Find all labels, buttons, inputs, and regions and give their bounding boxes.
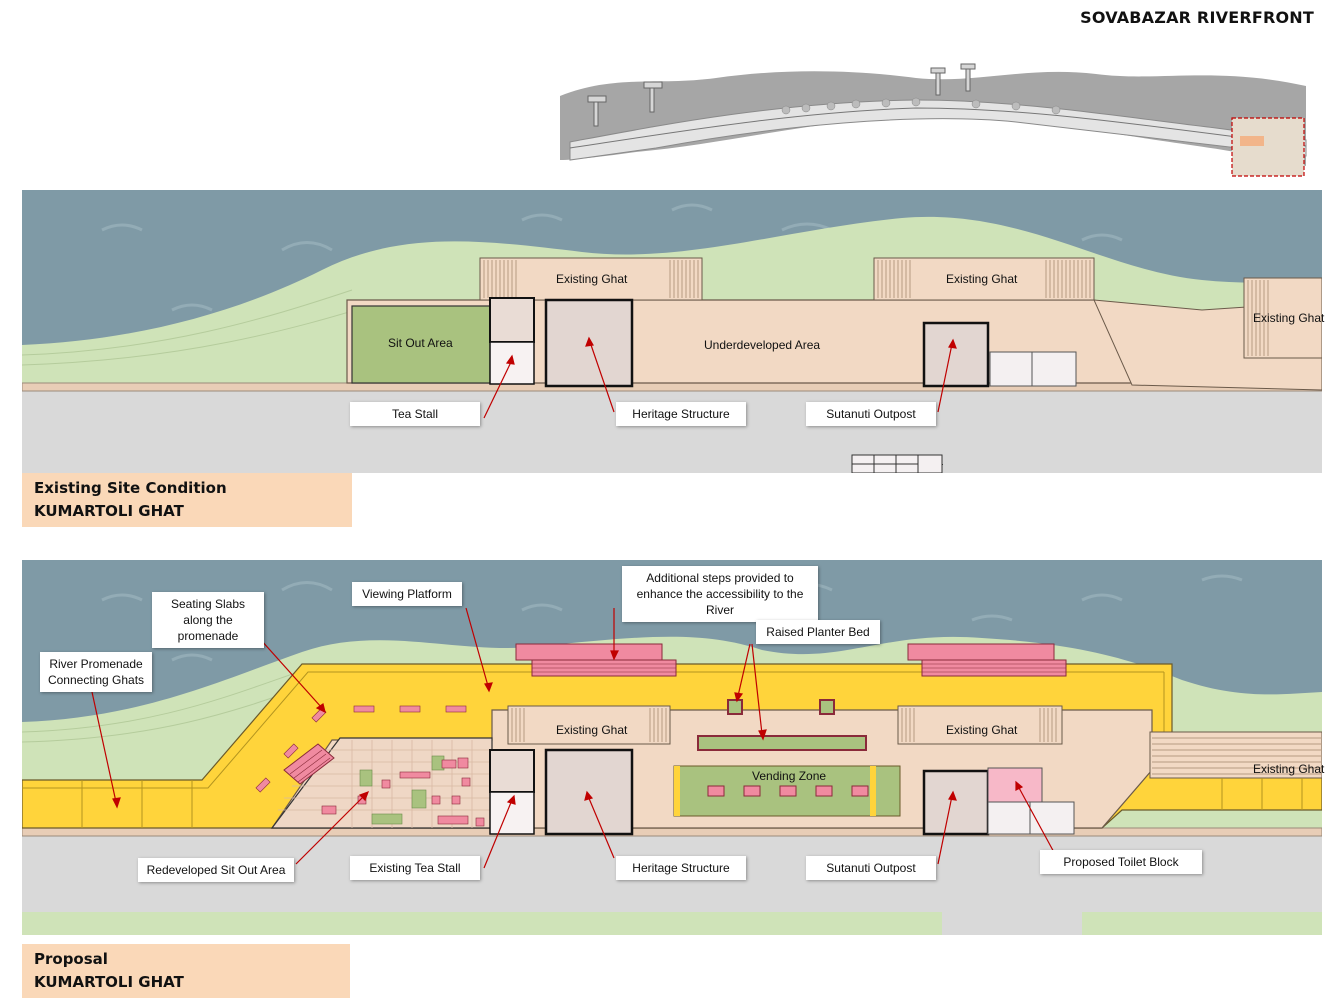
proposal-vending-label: Vending Zone <box>752 769 827 783</box>
proposal-panel: Existing Ghat Existing Ghat Existing Gha… <box>22 560 1325 935</box>
callout-seating-slabs: Seating Slabs along the promenade <box>152 592 264 648</box>
existing-sit-out-label: Sit Out Area <box>388 336 453 350</box>
existing-caption-line2: KUMARTOLI GHAT <box>34 502 184 520</box>
existing-sutanuti-outpost <box>922 321 990 388</box>
proposal-ghat-left-label: Existing Ghat <box>556 723 628 737</box>
existing-ghat-left-label: Existing Ghat <box>556 272 628 286</box>
proposal-viewing-steps <box>283 743 335 785</box>
existing-tea-stall-block <box>489 297 535 343</box>
existing-plan-drawing <box>22 190 1322 473</box>
proposal-vending-stalls <box>707 785 869 797</box>
existing-callout-tea-stall: Tea Stall <box>350 402 480 426</box>
proposal-ghat-far-right <box>1149 731 1322 779</box>
existing-caption-line1: Existing Site Condition <box>34 479 227 497</box>
key-map <box>560 63 1307 177</box>
callout-river-promenade: River Promenade Connecting Ghats <box>40 652 152 692</box>
proposal-steps-left <box>515 643 663 661</box>
existing-ghat-right-label: Existing Ghat <box>946 272 1018 286</box>
callout-sutanuti-outpost: Sutanuti Outpost <box>806 856 936 880</box>
existing-ghat-right <box>873 257 1095 301</box>
callout-additional-steps: Additional steps provided to enhance the… <box>622 566 818 622</box>
existing-ghat-far-right <box>1243 277 1322 359</box>
existing-leader-lines <box>483 336 957 419</box>
proposal-tea-stall-block <box>489 749 535 793</box>
proposal-ghat-right-label: Existing Ghat <box>946 723 1018 737</box>
key-map-trees <box>781 97 1061 115</box>
existing-underdeveloped-label: Underdeveloped Area <box>704 338 821 352</box>
proposal-sit-out-planters <box>359 755 445 825</box>
proposal-caption-line1: Proposal <box>34 950 108 968</box>
page-title: SOVABAZAR RIVERFRONT <box>1080 8 1314 27</box>
proposal-ghat-left <box>507 705 671 745</box>
proposal-caption: Proposal KUMARTOLI GHAT <box>22 944 350 998</box>
proposal-promenade-lines <box>81 778 1303 828</box>
key-map-jetties <box>587 63 976 127</box>
existing-ghat-left <box>479 257 703 301</box>
callout-raised-planter-bed: Raised Planter Bed <box>756 620 880 644</box>
existing-callout-heritage: Heritage Structure <box>616 402 746 426</box>
callout-heritage-structure: Heritage Structure <box>616 856 746 880</box>
proposal-ghat-right <box>897 705 1063 745</box>
existing-callout-sutanuti: Sutanuti Outpost <box>806 402 936 426</box>
proposal-steps-right <box>907 643 1055 661</box>
key-map-road <box>569 99 1307 161</box>
proposal-raised-planter-bed <box>697 735 867 751</box>
existing-caption: Existing Site Condition KUMARTOLI GHAT <box>22 473 352 527</box>
proposal-heritage-structure <box>544 748 634 836</box>
callout-redeveloped-sit-out: Redeveloped Sit Out Area <box>138 858 294 882</box>
proposal-caption-line2: KUMARTOLI GHAT <box>34 973 184 991</box>
callout-existing-tea-stall: Existing Tea Stall <box>350 856 480 880</box>
proposal-leader-lines <box>91 607 1057 869</box>
proposal-seating-slabs <box>255 705 485 827</box>
existing-site-panel: Existing Ghat Existing Ghat Existing Gha… <box>22 190 1325 473</box>
proposal-planter-pot-1 <box>727 699 743 715</box>
proposal-sutanuti-outpost <box>922 769 990 836</box>
existing-ghat-far-right-label: Existing Ghat <box>1253 311 1325 325</box>
callout-proposed-toilet-block: Proposed Toilet Block <box>1040 850 1202 874</box>
proposal-ghat-far-right-label: Existing Ghat <box>1253 762 1325 776</box>
callout-viewing-platform: Viewing Platform <box>352 582 462 606</box>
key-map-highlight <box>1231 117 1305 177</box>
proposal-toilet-block <box>987 767 1043 803</box>
proposal-planter-pot-2 <box>819 699 835 715</box>
key-map-water <box>560 71 1306 166</box>
proposal-road-planter <box>22 912 942 935</box>
